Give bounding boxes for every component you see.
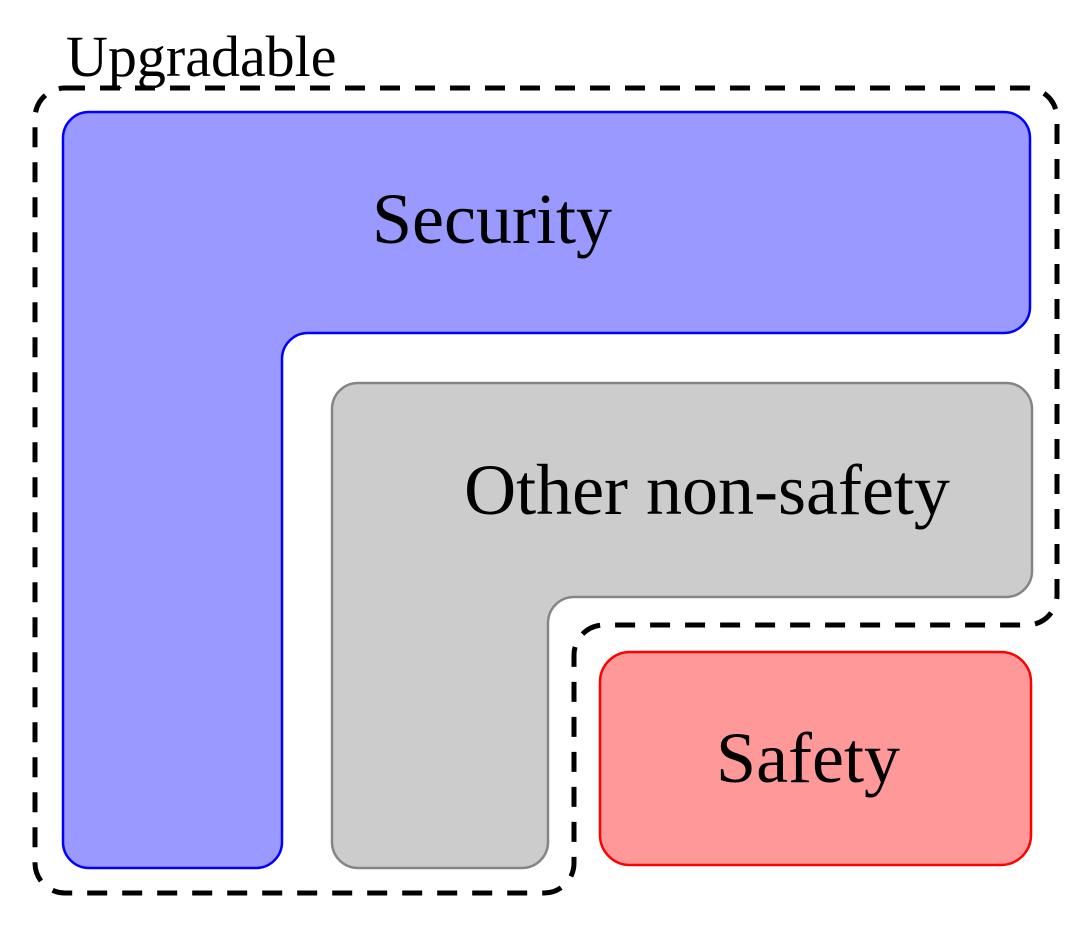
- security-region: [61, 110, 1032, 870]
- upgradable-boundary: [32, 85, 1060, 896]
- security-label: Security: [372, 179, 612, 259]
- other-non-safety-label: Other non-safety: [464, 450, 950, 530]
- safety-label: Safety: [716, 718, 900, 798]
- other-non-safety-region: [330, 381, 1034, 870]
- upgradable-label: Upgradable: [66, 24, 337, 89]
- safety-region: [598, 650, 1033, 867]
